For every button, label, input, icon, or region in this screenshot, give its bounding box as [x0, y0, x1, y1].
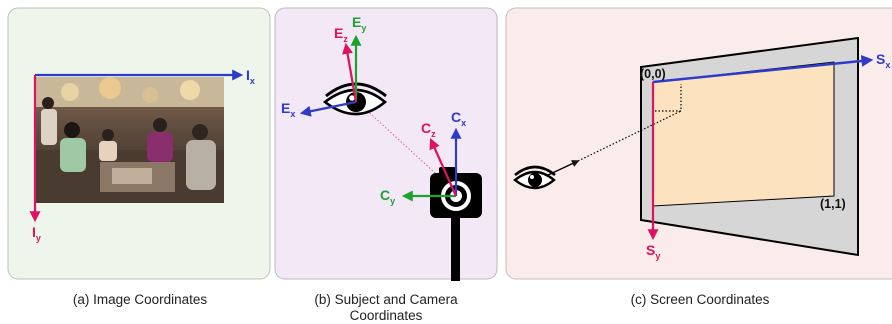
panel-b-background	[274, 7, 498, 280]
photo-restaurant-scene	[36, 77, 224, 203]
gaze-ray-dotted	[577, 110, 682, 162]
origin-label: (0,0)	[640, 67, 666, 81]
panel-screen-coordinates: Sx Sy (0,0) (1,1)	[505, 7, 892, 280]
eye-x-axis	[299, 100, 357, 117]
label-eye-z: Ez	[334, 25, 348, 44]
gaze-arrow	[547, 160, 580, 176]
label-eye-x: Ex	[281, 100, 295, 119]
screen-display	[652, 61, 835, 207]
gaze-projection-guides	[655, 84, 682, 112]
label-screen-x: Sx	[876, 51, 890, 70]
label-camera-z: Cz	[421, 120, 436, 139]
label-screen-y: Sy	[646, 242, 660, 261]
corner-label: (1,1)	[820, 197, 846, 211]
caption-a: (a) Image Coordinates	[73, 292, 208, 307]
camera-z-axis	[429, 137, 458, 197]
label-eye-y: Ey	[352, 14, 366, 33]
label-image-x: Ix	[246, 67, 255, 86]
caption-c: (c) Screen Coordinates	[631, 292, 770, 307]
eye-z-axis	[342, 42, 358, 103]
screen-x-axis	[652, 54, 874, 84]
caption-b-line1: (b) Subject and Camera	[314, 292, 458, 307]
eye-camera-ray	[361, 105, 447, 184]
caption-b-line2: Coordinates	[350, 308, 423, 323]
panel-image-coordinates: Ix Iy	[7, 7, 271, 280]
label-camera-y: Cy	[380, 187, 395, 206]
panel-subject-camera-coordinates: Ex Ey Ez Cx Cy Cz	[274, 7, 498, 281]
viewer-eye-icon	[513, 165, 556, 190]
label-image-y: Iy	[32, 224, 41, 243]
label-camera-x: Cx	[451, 109, 466, 128]
camera-icon	[430, 167, 482, 281]
